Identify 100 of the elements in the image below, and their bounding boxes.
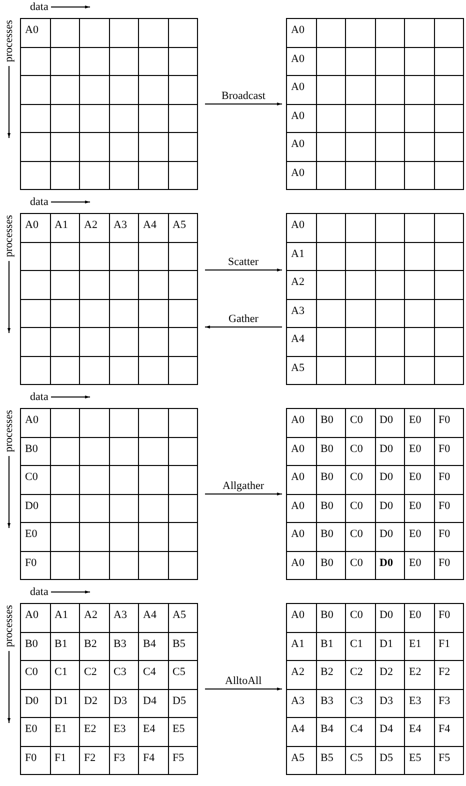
table-cell: [21, 48, 50, 76]
table-cell: F0: [434, 466, 464, 494]
edge-label: Gather: [228, 313, 258, 325]
table-cell: A0: [287, 214, 316, 242]
table-cell: [139, 242, 168, 271]
table-cell: E1: [405, 632, 434, 661]
table-cell: C5: [168, 661, 198, 690]
table-cell: [139, 328, 168, 356]
table-cell: [168, 438, 198, 466]
table-cell: [434, 328, 464, 356]
table-cell: F3: [434, 690, 464, 718]
table-cell: E5: [405, 746, 434, 775]
table-cell: E2: [80, 718, 110, 746]
table-cell: [21, 133, 50, 162]
table-cell: [80, 271, 110, 300]
table-cell: D1: [376, 632, 405, 661]
table-cell: [376, 19, 405, 48]
table-cell: D3: [110, 690, 139, 718]
table-cell: [50, 76, 80, 104]
table-cell: [50, 242, 80, 271]
table-cell: A1: [50, 214, 80, 242]
table-cell: [21, 328, 50, 356]
table-cell: [168, 271, 198, 300]
table-cell: [50, 162, 80, 190]
table-cell: A0: [287, 104, 316, 133]
table-cell: C0: [346, 466, 376, 494]
table-cell: A3: [110, 214, 139, 242]
table-cell: C4: [346, 718, 376, 746]
arrow: [204, 326, 282, 328]
table-cell: D3: [376, 690, 405, 718]
table-cell: [168, 48, 198, 76]
table-cell: [139, 552, 168, 580]
table-cell: [80, 409, 110, 438]
table-cell: A4: [287, 718, 316, 746]
table-cell: [168, 552, 198, 580]
table-cell: A0: [287, 604, 316, 632]
table-cell: E0: [21, 718, 50, 746]
table-cell: [139, 466, 168, 494]
table-cell: [110, 466, 139, 494]
table-cell: C3: [346, 690, 376, 718]
table-cell: [405, 76, 434, 104]
table-cell: A0: [287, 409, 316, 438]
table-cell: B0: [21, 632, 50, 661]
table-cell: [168, 523, 198, 552]
table-cell: A2: [287, 661, 316, 690]
edge-label: Allgather: [222, 480, 264, 492]
table-cell: B4: [139, 632, 168, 661]
table-cell: [168, 162, 198, 190]
axis-label: processes: [3, 605, 15, 648]
table-cell: [316, 76, 346, 104]
table-cell: [80, 76, 110, 104]
table-cell: E4: [405, 718, 434, 746]
table-cell: [139, 356, 168, 385]
arrow: [204, 102, 282, 106]
table-cell: F5: [434, 746, 464, 775]
table-cell: D4: [139, 690, 168, 718]
table-cell: [405, 48, 434, 76]
table-cell: [110, 76, 139, 104]
table-cell: [110, 162, 139, 190]
table-cell: [434, 104, 464, 133]
table-cell: [346, 19, 376, 48]
table-cell: B2: [316, 661, 346, 690]
table-cell: C2: [80, 661, 110, 690]
table-cell: A0: [287, 76, 316, 104]
table-cell: [168, 242, 198, 271]
table-cell: C0: [346, 438, 376, 466]
table-cell: [139, 494, 168, 523]
table-cell: [346, 328, 376, 356]
table-cell: [50, 133, 80, 162]
axis-label: processes: [3, 215, 15, 258]
table-cell: D0: [376, 494, 405, 523]
table-cell: [139, 19, 168, 48]
table-cell: [50, 356, 80, 385]
table-cell: E0: [405, 523, 434, 552]
table-cell: [110, 19, 139, 48]
table-cell: E0: [405, 438, 434, 466]
table-cell: [110, 356, 139, 385]
table-cell: F0: [21, 746, 50, 775]
table-cell: D4: [376, 718, 405, 746]
table-cell: E2: [405, 661, 434, 690]
table-cell: [376, 162, 405, 190]
table-cell: B0: [316, 523, 346, 552]
table-cell: C0: [346, 523, 376, 552]
table-cell: [50, 552, 80, 580]
table-cell: [405, 104, 434, 133]
table-cell: [80, 438, 110, 466]
table-cell: F0: [434, 552, 464, 580]
table-cell: [21, 271, 50, 300]
table-cell: A0: [287, 133, 316, 162]
table-cell: A4: [139, 214, 168, 242]
grid-table: [286, 603, 464, 775]
table-cell: C4: [139, 661, 168, 690]
table-cell: [168, 409, 198, 438]
table-cell: [80, 466, 110, 494]
table-cell: F4: [434, 718, 464, 746]
table-cell: D0: [376, 466, 405, 494]
table-cell: E0: [405, 604, 434, 632]
table-cell: [110, 300, 139, 328]
table-cell: [434, 48, 464, 76]
table-cell: [405, 162, 434, 190]
